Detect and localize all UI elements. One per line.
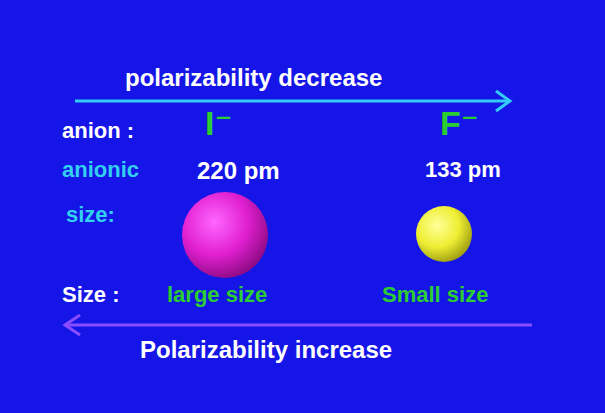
size-label: Small size [382,282,488,307]
increase-arrow [65,315,532,335]
size-label: large size [167,282,267,307]
radius-value: 133 pm [425,157,501,182]
arrow-label: Polarizability increase [140,336,392,364]
radius-value: 220 pm [197,157,280,185]
row-label: size: [66,202,115,227]
fluoride-sphere [416,206,472,262]
ion-symbol: F⁻ [440,104,479,143]
iodide-sphere [182,192,268,278]
arrow-label: polarizability decrease [125,64,382,92]
ion-symbol: I⁻ [205,104,232,143]
row-label: Size : [62,282,119,307]
row-label: anionic [62,157,139,182]
row-label: anion : [62,118,134,143]
